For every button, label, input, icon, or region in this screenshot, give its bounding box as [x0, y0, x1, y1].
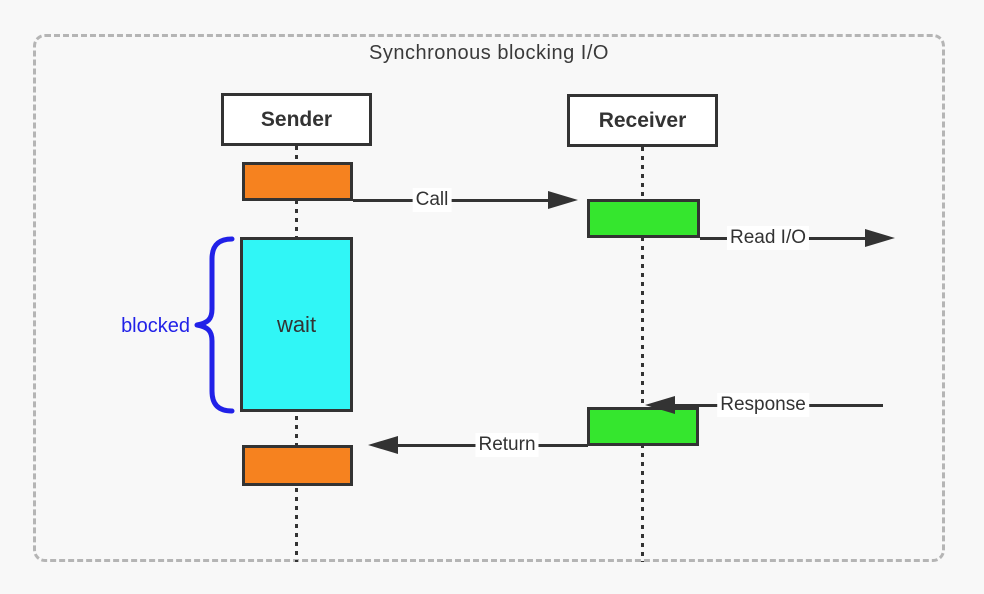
call-arrow-line: [353, 199, 560, 202]
receiver-activation-response: [587, 407, 699, 446]
wait-label: wait: [276, 311, 317, 337]
diagram-title: Synchronous blocking I/O: [369, 42, 609, 64]
blocked-label: blocked: [121, 315, 190, 337]
sender-activation-return: [242, 445, 353, 486]
response-message-label: Response: [717, 393, 809, 417]
diagram-dashed-frame: [33, 34, 945, 562]
return-message-label: Return: [475, 433, 539, 457]
response-arrowhead-icon: [645, 396, 675, 414]
sender-activation-call: [242, 162, 353, 201]
read-io-message-label: Read I/O: [726, 226, 810, 250]
return-arrowhead-icon: [368, 436, 398, 454]
actor-box-sender: Sender: [221, 93, 372, 146]
call-message-label: Call: [412, 188, 452, 212]
call-arrowhead-icon: [548, 191, 578, 209]
actor-label-receiver: Receiver: [598, 108, 687, 132]
sender-wait-box: wait: [240, 237, 353, 412]
receiver-activation-read: [587, 199, 700, 238]
blocked-brace-icon: [194, 236, 235, 414]
read-io-arrowhead-icon: [865, 229, 895, 247]
actor-label-sender: Sender: [260, 107, 333, 131]
receiver-lifeline: [641, 147, 644, 562]
actor-box-receiver: Receiver: [567, 94, 718, 147]
